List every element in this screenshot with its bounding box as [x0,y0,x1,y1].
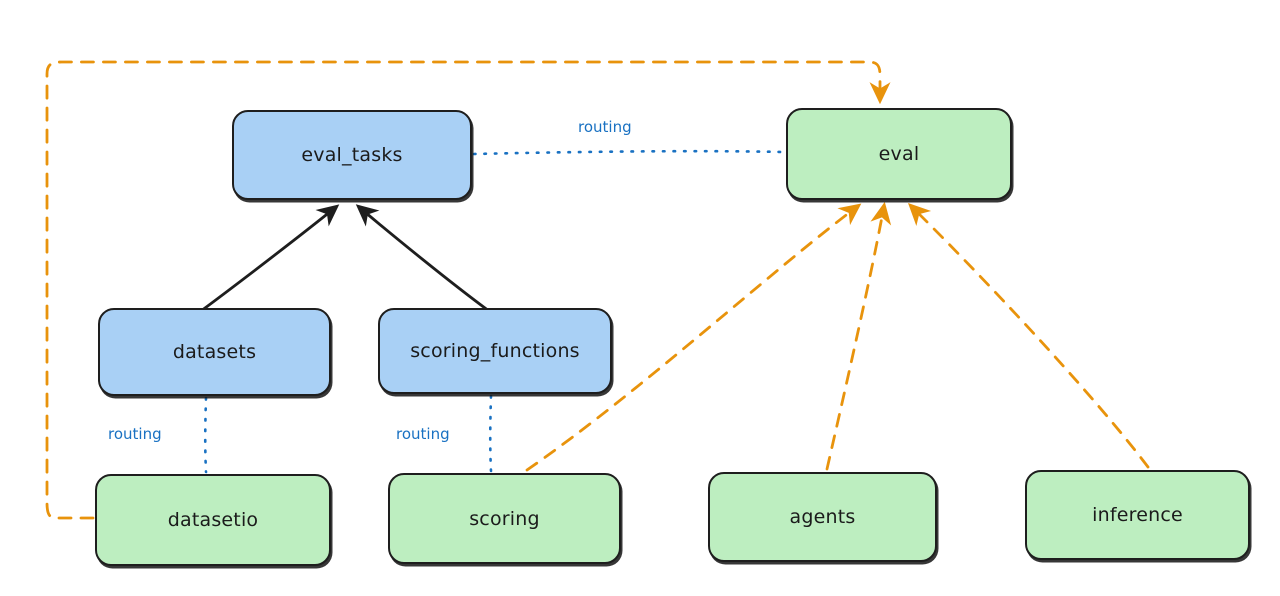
node-label-scoring: scoring [469,507,540,530]
node-eval-tasks[interactable]: eval_tasks [232,110,472,200]
edge-scoring_functions-scoring [488,394,493,473]
edge-eval_tasks-eval [472,149,786,156]
edge-scoring-eval [525,203,862,472]
node-label-eval: eval [878,143,920,165]
node-scoring[interactable]: scoring [388,473,621,564]
edge-agents-eval [825,201,892,471]
node-agents[interactable]: agents [708,472,937,562]
edge-datasets-eval_tasks [199,204,340,313]
node-label-scoring-functions: scoring_functions [410,340,580,362]
edge-inference-eval [908,203,1150,469]
node-label-datasetio: datasetio [167,509,259,531]
node-label-datasets: datasets [172,341,257,363]
node-label-eval-tasks: eval_tasks [301,144,403,166]
edge-scoring_functions-eval_tasks [355,204,491,313]
node-inference[interactable]: inference [1025,470,1250,560]
edge-label-routing-scoring: routing [396,425,450,443]
node-label-agents: agents [789,506,856,528]
edge-label-routing-datasetio: routing [108,425,162,443]
node-datasetio[interactable]: datasetio [95,474,331,566]
node-scoring-functions[interactable]: scoring_functions [378,308,612,394]
node-label-inference: inference [1092,504,1183,526]
edge-datasets-datasetio [203,396,208,474]
node-eval[interactable]: eval [786,108,1012,200]
edge-label-routing-eval: routing [578,118,632,136]
node-datasets[interactable]: datasets [98,308,331,396]
edge-datasetio-eval [45,60,891,520]
